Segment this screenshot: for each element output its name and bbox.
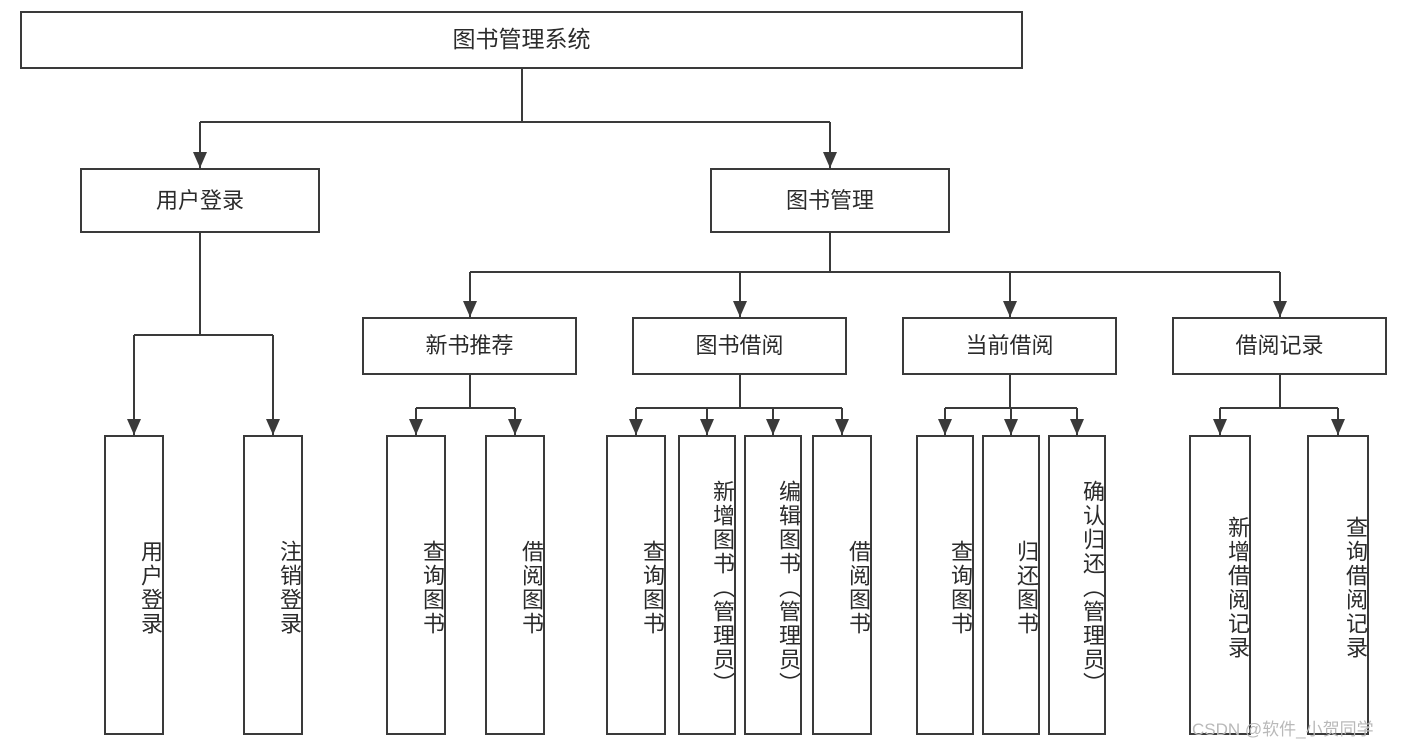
connector-line-vertical: [1278, 375, 1281, 408]
connector-line-vertical: [199, 122, 201, 168]
connector-line-horizontal: [200, 121, 830, 123]
connector-arrowhead: [266, 419, 280, 435]
connector-arrowhead: [1004, 419, 1018, 435]
leaf-label: 注销登录: [277, 540, 302, 636]
connector-line-vertical: [520, 69, 523, 122]
connector-arrowhead: [823, 152, 837, 168]
connector-line-vertical: [1008, 375, 1011, 408]
leaf-label: 新增图书（管理员）: [710, 480, 735, 696]
connector-line-vertical: [133, 335, 135, 435]
connector-arrowhead: [127, 419, 141, 435]
connector-arrowhead: [193, 152, 207, 168]
connector-line-vertical: [829, 233, 831, 272]
leaf-label: 借阅图书: [846, 540, 871, 636]
connector-arrowhead: [700, 419, 714, 435]
leaf-node[interactable]: 用户登录: [104, 435, 164, 735]
connector-arrowhead: [409, 419, 423, 435]
leaf-node[interactable]: 新增图书（管理员）: [678, 435, 736, 735]
leaf-label: 归还图书: [1014, 540, 1039, 636]
leaf-node[interactable]: 查询图书: [386, 435, 446, 735]
leaf-label: 借阅图书: [519, 540, 544, 636]
leaf-node[interactable]: 查询图书: [606, 435, 666, 735]
connector-line-horizontal: [1220, 407, 1338, 409]
node-user-login[interactable]: 用户登录: [80, 168, 320, 233]
node-borrowing-records[interactable]: 借阅记录: [1172, 317, 1387, 375]
connector-line-vertical: [1278, 272, 1281, 317]
connector-arrowhead: [1213, 419, 1227, 435]
leaf-node[interactable]: 查询图书: [916, 435, 974, 735]
node-book-management[interactable]: 图书管理: [710, 168, 950, 233]
connector-line-horizontal: [416, 407, 515, 409]
connector-arrowhead: [835, 419, 849, 435]
leaf-label: 查询图书: [640, 540, 665, 636]
leaf-node[interactable]: 借阅图书: [485, 435, 545, 735]
connector-arrowhead: [938, 419, 952, 435]
connector-line-vertical: [199, 233, 201, 335]
connector-line-horizontal: [134, 334, 273, 336]
connector-arrowhead: [508, 419, 522, 435]
connector-arrowhead: [1272, 301, 1287, 317]
leaf-label: 确认归还（管理员）: [1080, 480, 1105, 696]
leaf-node[interactable]: 新增借阅记录: [1189, 435, 1251, 735]
connector-arrowhead: [1331, 419, 1345, 435]
connector-line-vertical: [738, 272, 741, 317]
connector-arrowhead: [462, 301, 477, 317]
csdn-watermark: CSDN @软件_小贺同学: [1192, 720, 1374, 739]
node-book-borrowing[interactable]: 图书借阅: [632, 317, 847, 375]
connector-line-vertical: [1008, 272, 1011, 317]
connector-line-vertical: [738, 375, 741, 408]
connector-line-vertical: [272, 335, 274, 435]
connector-line-vertical: [468, 272, 471, 317]
leaf-node[interactable]: 注销登录: [243, 435, 303, 735]
node-root[interactable]: 图书管理系统: [20, 11, 1023, 69]
connector-arrowhead: [629, 419, 643, 435]
connector-arrowhead: [1070, 419, 1084, 435]
connector-arrowhead: [1002, 301, 1017, 317]
leaf-node[interactable]: 编辑图书（管理员）: [744, 435, 802, 735]
leaf-label: 查询图书: [948, 540, 973, 636]
connector-line-vertical: [829, 122, 831, 168]
leaf-label: 查询图书: [420, 540, 445, 636]
connector-line-horizontal: [469, 271, 1280, 273]
leaf-node[interactable]: 确认归还（管理员）: [1048, 435, 1106, 735]
connector-arrowhead: [732, 301, 747, 317]
connector-line-vertical: [468, 375, 471, 408]
connector-line-horizontal: [636, 407, 842, 409]
leaf-label: 用户登录: [138, 540, 163, 636]
leaf-node[interactable]: 查询借阅记录: [1307, 435, 1369, 735]
leaf-label: 查询借阅记录: [1343, 516, 1368, 660]
node-new-book-recommendation[interactable]: 新书推荐: [362, 317, 577, 375]
leaf-node[interactable]: 借阅图书: [812, 435, 872, 735]
node-current-borrowing[interactable]: 当前借阅: [902, 317, 1117, 375]
leaf-label: 新增借阅记录: [1225, 516, 1250, 660]
leaf-label: 编辑图书（管理员）: [776, 480, 801, 696]
leaf-node[interactable]: 归还图书: [982, 435, 1040, 735]
connector-arrowhead: [766, 419, 780, 435]
